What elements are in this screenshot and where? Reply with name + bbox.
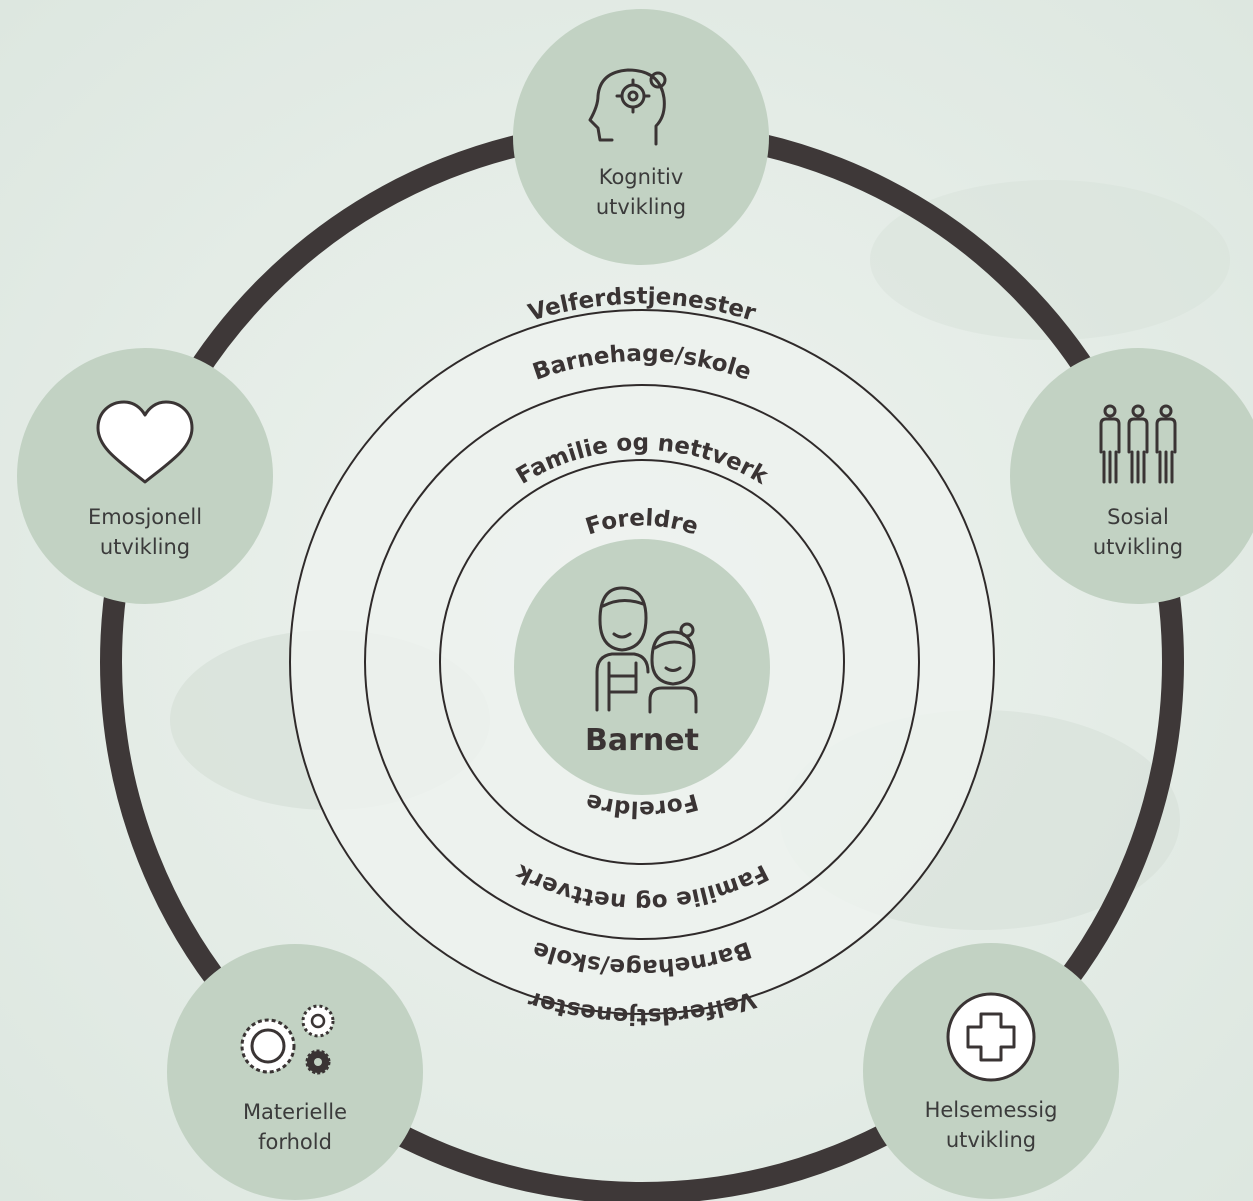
heart-icon (96, 400, 194, 484)
domain-node-sosial: Sosial utvikling (1010, 348, 1253, 604)
domain-node-materiell: Materielle forhold (167, 944, 423, 1200)
domain-label-emosjonell-line2: utvikling (100, 535, 190, 559)
background-blob (870, 180, 1230, 340)
ring-familie (364, 384, 920, 940)
domain-label-helse-line2: utvikling (946, 1128, 1036, 1152)
medical-cross-icon (946, 992, 1036, 1082)
ring-foreldre (439, 459, 845, 865)
gears-icon (240, 1004, 335, 1075)
domain-label-kognitiv-line1: Kognitiv (599, 165, 684, 189)
domain-node-emosjonell: Emosjonell utvikling (17, 348, 273, 604)
domain-label-materiell-line1: Materielle (243, 1100, 347, 1124)
domain-node-helse: Helsemessig utvikling (863, 943, 1119, 1199)
domain-label-materiell-line2: forhold (258, 1130, 332, 1154)
people-group-icon (1099, 404, 1177, 484)
center-label: Barnet (585, 723, 699, 758)
domain-label-sosial-line2: utvikling (1093, 535, 1183, 559)
center-node: Barnet (514, 539, 770, 795)
domain-label-sosial-line1: Sosial (1107, 505, 1169, 529)
head-gears-icon (588, 68, 667, 146)
parent-child-icon (595, 586, 698, 714)
domain-node-kognitiv: Kognitiv utvikling (513, 9, 769, 265)
ring-barnehage (289, 309, 995, 1015)
domain-label-helse-line1: Helsemessig (925, 1098, 1058, 1122)
domain-label-emosjonell-line1: Emosjonell (88, 505, 202, 529)
domain-label-kognitiv-line2: utvikling (596, 195, 686, 219)
